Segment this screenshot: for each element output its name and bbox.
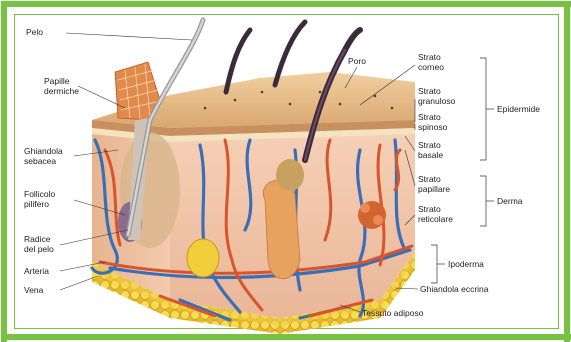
label-poro: Poro: [348, 56, 366, 66]
label-tessuto-adiposo: Tessuto adiposo: [362, 308, 424, 318]
label-strato-papillare-line1: Strato: [418, 174, 441, 184]
label-ipoderma: Ipoderma: [448, 259, 484, 269]
label-strato-corneo-line2: corneo: [418, 62, 444, 72]
label-vena: Vena: [24, 285, 44, 295]
label-ghiandola-eccrina: Ghiandola eccrina: [420, 284, 489, 294]
label-strato-spinoso-line1: Strato: [418, 112, 441, 122]
label-ghiandola-sebacea-line2: sebacea: [24, 156, 56, 166]
label-strato-basale-line1: Strato: [418, 140, 441, 150]
label-papille-line2: dermiche: [44, 86, 79, 96]
label-epidermide: Epidermide: [497, 104, 540, 114]
label-follicolo-line1: Follicolo: [24, 189, 55, 199]
label-strato-granuloso-line2: granuloso: [418, 96, 456, 106]
label-strato-reticolare-line1: Strato: [418, 204, 441, 214]
label-radice-line2: del pelo: [24, 244, 54, 254]
label-arteria: Arteria: [24, 266, 49, 276]
label-strato-reticolare-line2: reticolare: [418, 214, 453, 224]
label-strato-basale-line2: basale: [418, 150, 443, 160]
label-derma: Derma: [497, 196, 523, 206]
label-follicolo-line2: pilifero: [24, 199, 49, 209]
label-strato-papillare-line2: papillare: [418, 184, 450, 194]
label-strato-corneo-line1: Strato: [418, 52, 441, 62]
label-pelo: Pelo: [26, 27, 43, 37]
label-radice-line1: Radice: [24, 234, 51, 244]
label-ghiandola-sebacea-line1: Ghiandola: [24, 146, 63, 156]
label-strato-granuloso-line1: Strato: [418, 86, 441, 96]
label-papille-line1: Papille: [44, 76, 70, 86]
label-strato-spinoso-line2: spinoso: [418, 122, 448, 132]
